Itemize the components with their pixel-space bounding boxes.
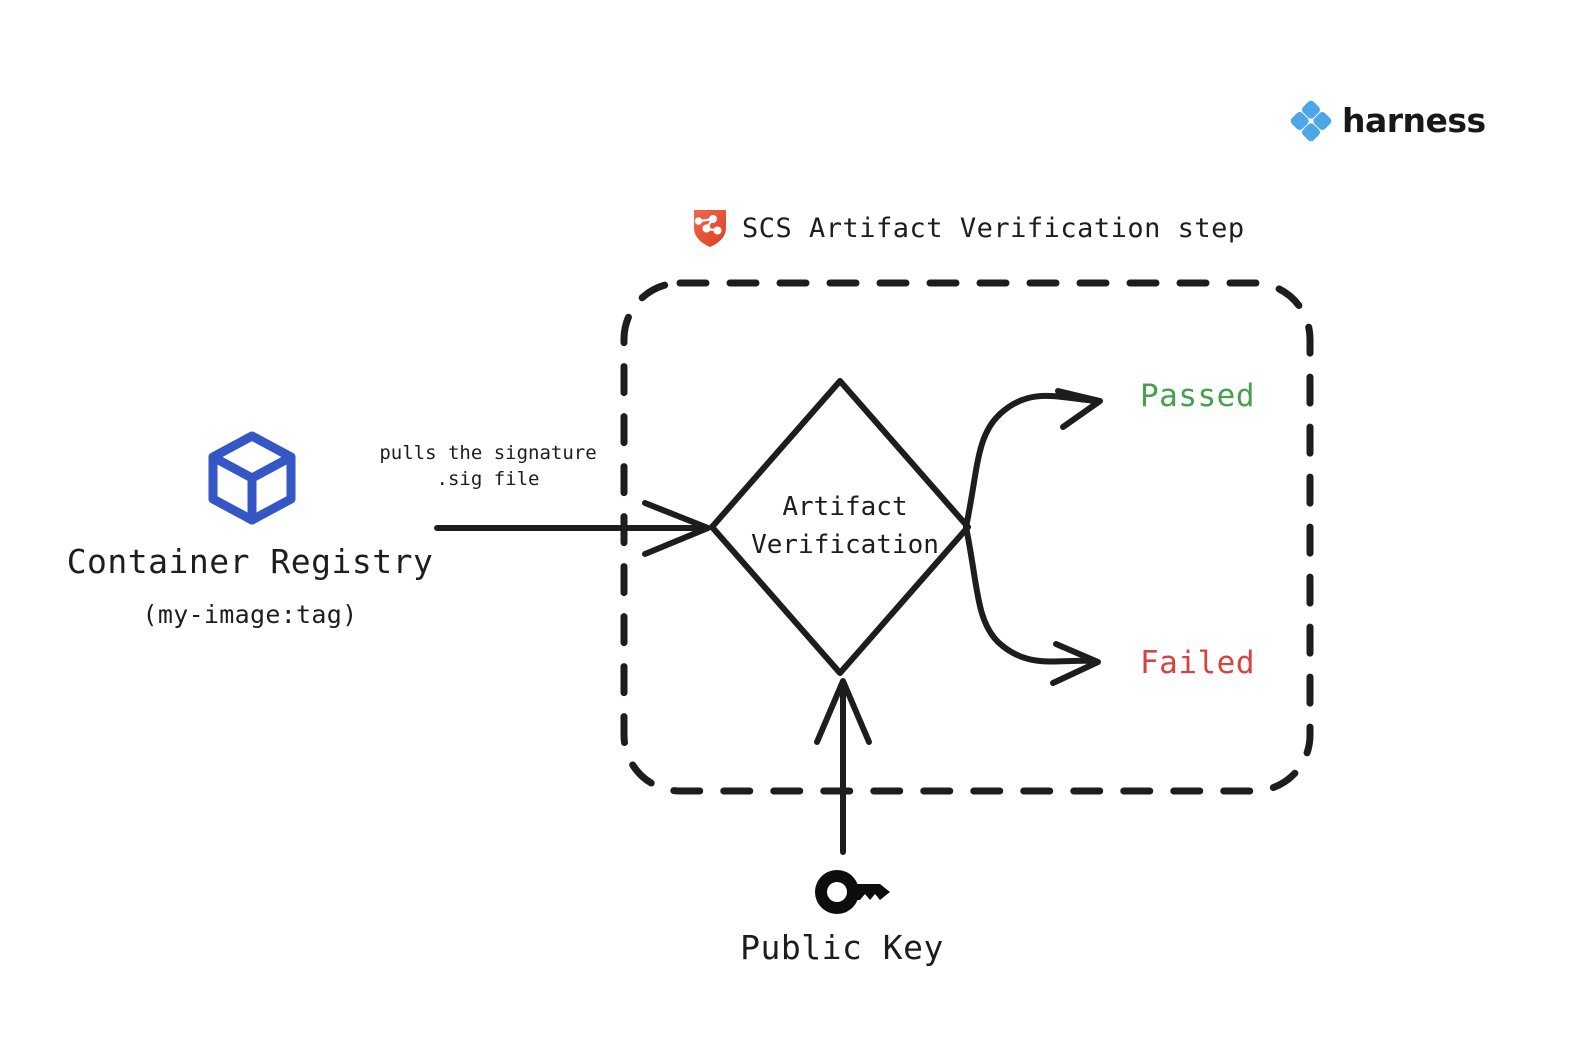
container-registry-subtitle: (my-image:tag) — [142, 600, 358, 629]
arrow-registry-to-verification — [434, 500, 711, 557]
arrow-key-to-verification — [814, 678, 872, 855]
artifact-verification-label: Artifact Verification — [700, 488, 990, 564]
public-key-title: Public Key — [740, 928, 944, 967]
artifact-verification-diamond — [709, 378, 971, 676]
outcome-failed-label: Failed — [1140, 645, 1255, 681]
artifact-verification-line2: Verification — [751, 530, 939, 560]
pull-signature-edge-label: pulls the signature .sig file — [358, 440, 618, 492]
arrow-verification-passed — [963, 388, 1103, 530]
harness-logo: harness — [1290, 100, 1486, 142]
arrow-verification-failed — [963, 524, 1101, 686]
outcome-passed-label: Passed — [1140, 378, 1255, 414]
harness-diamond-logo-icon — [1290, 100, 1332, 142]
pull-signature-line2: .sig file — [436, 468, 540, 490]
key-icon — [815, 870, 890, 914]
scs-step-title: SCS Artifact Verification step — [742, 212, 1245, 244]
container-registry-title: Container Registry — [66, 542, 434, 581]
scs-step-boundary — [620, 279, 1314, 795]
scs-step-title-row: SCS Artifact Verification step — [692, 208, 1245, 248]
harness-wordmark: harness — [1342, 100, 1486, 140]
artifact-verification-line1: Artifact — [782, 492, 908, 522]
pull-signature-line1: pulls the signature — [379, 442, 597, 464]
scs-shield-icon — [694, 210, 726, 247]
cube-box-icon — [208, 431, 296, 525]
